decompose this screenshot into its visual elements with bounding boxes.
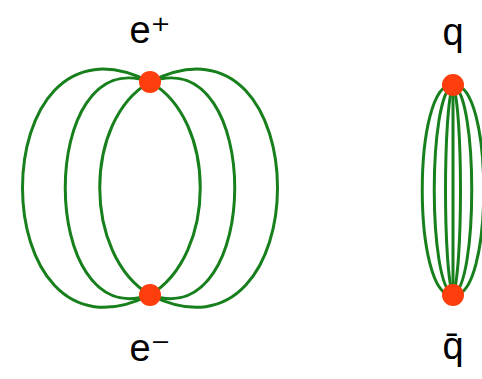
field-line <box>453 85 482 295</box>
field-line <box>446 85 454 295</box>
field-line <box>65 78 150 299</box>
field-line <box>453 85 472 295</box>
field-line <box>422 85 453 295</box>
charge-dot <box>139 71 161 93</box>
field-line <box>100 82 150 295</box>
field-line <box>150 69 278 307</box>
field-line <box>150 78 235 299</box>
charge-dot <box>442 284 464 306</box>
particle-label: e⁺ <box>129 11 170 49</box>
quark-label: q̄ <box>442 327 463 365</box>
field-line <box>453 85 461 295</box>
field-line <box>150 82 200 295</box>
quark-label: q <box>442 13 463 51</box>
field-line <box>452 85 455 295</box>
charge-dot <box>442 74 464 96</box>
field-line <box>434 85 453 295</box>
particle-label: e⁻ <box>129 329 170 367</box>
field-line <box>23 69 151 307</box>
charge-dot <box>139 284 161 306</box>
